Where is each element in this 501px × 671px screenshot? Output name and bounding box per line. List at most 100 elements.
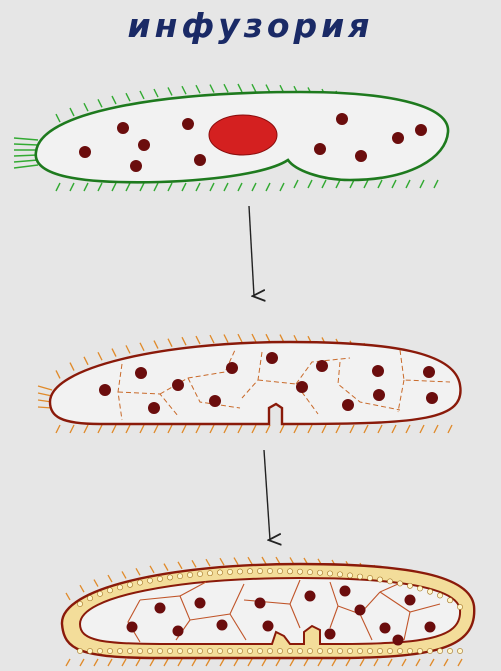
cilium bbox=[346, 659, 350, 666]
wall-cell-dot bbox=[207, 571, 212, 576]
wall-cell-dot bbox=[357, 574, 362, 579]
cilium bbox=[276, 659, 280, 666]
wall-cell-dot bbox=[287, 648, 292, 653]
cilium bbox=[406, 180, 410, 188]
cilium bbox=[192, 560, 196, 567]
cilium bbox=[112, 349, 116, 357]
wall-cell-dot bbox=[117, 648, 122, 653]
wall-cell-dot bbox=[247, 648, 252, 653]
wall-cell-dot bbox=[437, 648, 442, 653]
cilium bbox=[416, 659, 420, 666]
cilium bbox=[234, 659, 238, 666]
cilium bbox=[112, 425, 116, 433]
cilium bbox=[280, 183, 284, 191]
cilium bbox=[66, 659, 70, 666]
wall-cell-dot bbox=[287, 569, 292, 574]
cilium bbox=[154, 341, 158, 349]
cilium bbox=[38, 386, 52, 390]
wall-cell-dot bbox=[207, 648, 212, 653]
wall-cell-dot bbox=[377, 648, 382, 653]
wall-cell-dot bbox=[227, 569, 232, 574]
cilium bbox=[308, 180, 312, 188]
cilium bbox=[332, 659, 336, 666]
wall-cell-dot bbox=[367, 575, 372, 580]
wall-cell-dot bbox=[407, 648, 412, 653]
wall-cell-dot bbox=[277, 648, 282, 653]
cilium bbox=[448, 425, 452, 433]
cilium bbox=[336, 425, 340, 433]
cilium bbox=[196, 85, 200, 93]
cilium bbox=[392, 425, 396, 433]
wall-cell-dot bbox=[87, 596, 92, 601]
cilium bbox=[252, 425, 256, 433]
infusoria-cell bbox=[14, 84, 448, 191]
wall-cell-dot bbox=[357, 648, 362, 653]
cilium bbox=[196, 336, 200, 344]
wall-cell-dot bbox=[417, 648, 422, 653]
cilium bbox=[108, 659, 112, 666]
cilium bbox=[136, 568, 140, 575]
cilium bbox=[168, 183, 172, 191]
cilium bbox=[224, 425, 228, 433]
cilium bbox=[210, 335, 214, 343]
cilium bbox=[402, 659, 406, 666]
cilium bbox=[168, 425, 172, 433]
cilium bbox=[84, 425, 88, 433]
cilium bbox=[140, 183, 144, 191]
cilium bbox=[140, 91, 144, 99]
cilium bbox=[14, 165, 38, 168]
cilium bbox=[304, 659, 308, 666]
cilium bbox=[108, 575, 112, 582]
wall-cell-dot bbox=[347, 573, 352, 578]
cilium bbox=[280, 425, 284, 433]
cilium bbox=[70, 425, 74, 433]
wall-cell-dot bbox=[407, 583, 412, 588]
wall-cell-dot bbox=[247, 569, 252, 574]
wall-cell-dot bbox=[107, 588, 112, 593]
wall-cell-dot bbox=[77, 601, 82, 606]
cilium bbox=[178, 562, 182, 569]
wall-cell-dot bbox=[397, 648, 402, 653]
cilium bbox=[126, 425, 130, 433]
cilium bbox=[248, 557, 252, 564]
wall-cell-dot bbox=[217, 648, 222, 653]
wall-cell-dot bbox=[87, 648, 92, 653]
cilium bbox=[164, 659, 168, 666]
wall-cell-dot bbox=[427, 589, 432, 594]
cilium bbox=[84, 357, 88, 365]
wall-cell-dot bbox=[457, 648, 462, 653]
cilium bbox=[406, 425, 410, 433]
wall-cell-dot bbox=[267, 568, 272, 573]
cilium bbox=[98, 352, 102, 360]
cilium bbox=[220, 558, 224, 565]
cilium bbox=[364, 180, 368, 188]
cilium bbox=[154, 89, 158, 97]
cilium bbox=[126, 183, 130, 191]
wall-cell-dot bbox=[77, 648, 82, 653]
cilium bbox=[164, 564, 168, 571]
cilium bbox=[122, 571, 126, 578]
cilium bbox=[14, 160, 38, 162]
wall-cell-dot bbox=[307, 570, 312, 575]
cilium bbox=[420, 425, 424, 433]
wall-cell-dot bbox=[127, 648, 132, 653]
cilium bbox=[56, 425, 60, 433]
wall-cell-dot bbox=[257, 648, 262, 653]
cilium bbox=[94, 659, 98, 666]
cilium bbox=[266, 334, 270, 342]
cilium bbox=[192, 659, 196, 666]
cilium bbox=[252, 334, 256, 342]
cilium bbox=[182, 425, 186, 433]
dividing-cell bbox=[38, 334, 461, 433]
wall-cell-dot bbox=[237, 569, 242, 574]
cilium bbox=[224, 183, 228, 191]
cilium bbox=[374, 659, 378, 666]
wall-cell-dot bbox=[307, 648, 312, 653]
arrow-2 bbox=[264, 450, 270, 540]
cilium bbox=[420, 180, 424, 188]
cilium bbox=[266, 183, 270, 191]
nucleus bbox=[209, 115, 277, 155]
wall-cell-dot bbox=[187, 572, 192, 577]
